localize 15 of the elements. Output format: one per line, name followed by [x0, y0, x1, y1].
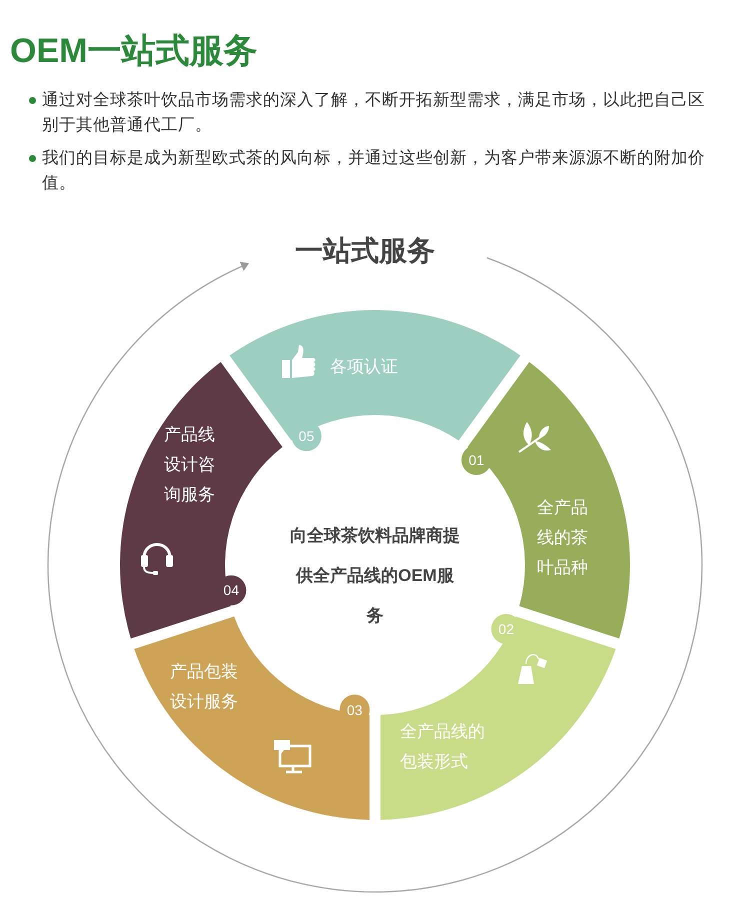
step-number: 03	[346, 700, 364, 719]
bullet-text: 我们的目标是成为新型欧式茶的风向标，并通过这些创新，为客户带来源源不断的附加价值。	[42, 148, 706, 194]
segment-label: 产品线设计咨询服务	[164, 424, 216, 506]
ring-heading: 一站式服务	[294, 234, 436, 268]
segment-label: 产品包装设计服务	[170, 661, 239, 713]
segment-label: 全产品线的包装形式	[400, 721, 486, 773]
page-title: OEM一站式服务	[10, 31, 258, 72]
step-number: 05	[298, 427, 316, 446]
step-number: 04	[222, 581, 240, 600]
segment-label: 各项认证	[330, 356, 399, 378]
bullet-text: 通过对全球茶叶饮品市场需求的深入了解，不断开拓新型需求，满足市场，以此把自己区别于其他普通代工厂。	[42, 90, 706, 136]
step-number: 01	[468, 450, 486, 469]
segment-label: 全产品线的茶叶品种	[537, 497, 589, 579]
center-text: 向全球茶饮料品牌商提供全产品线的OEM服务	[290, 525, 460, 627]
step-number: 02	[497, 620, 515, 638]
